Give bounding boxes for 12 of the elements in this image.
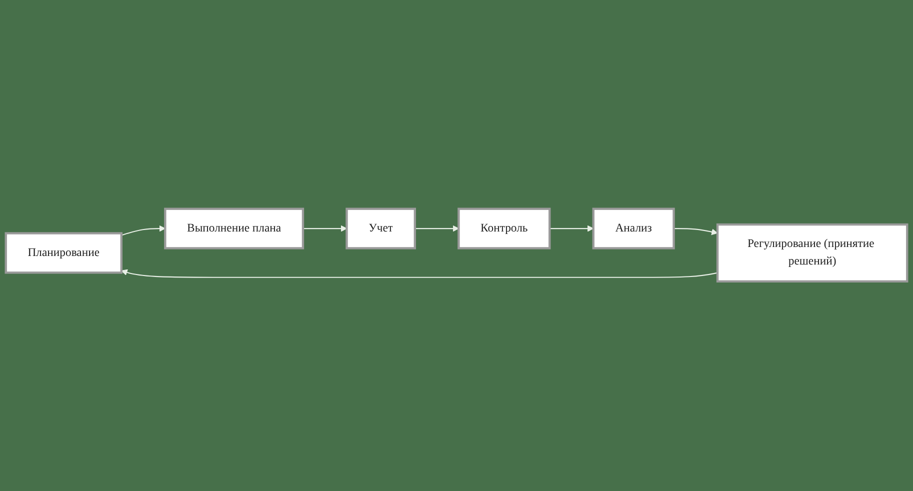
node-box: Контроль: [458, 208, 551, 250]
node-box: Анализ: [592, 208, 675, 250]
node-box: Учет: [346, 208, 416, 250]
arrow: [414, 226, 459, 232]
node-box: Регулирование (принятие решений): [716, 224, 908, 283]
arrow: [121, 226, 166, 236]
arrow: [302, 226, 348, 232]
arrow: [674, 228, 718, 236]
node-box: Выполнение плана: [164, 208, 304, 250]
arrow: [121, 270, 718, 278]
arrow: [550, 226, 594, 232]
node-box: Планирование: [4, 232, 122, 274]
